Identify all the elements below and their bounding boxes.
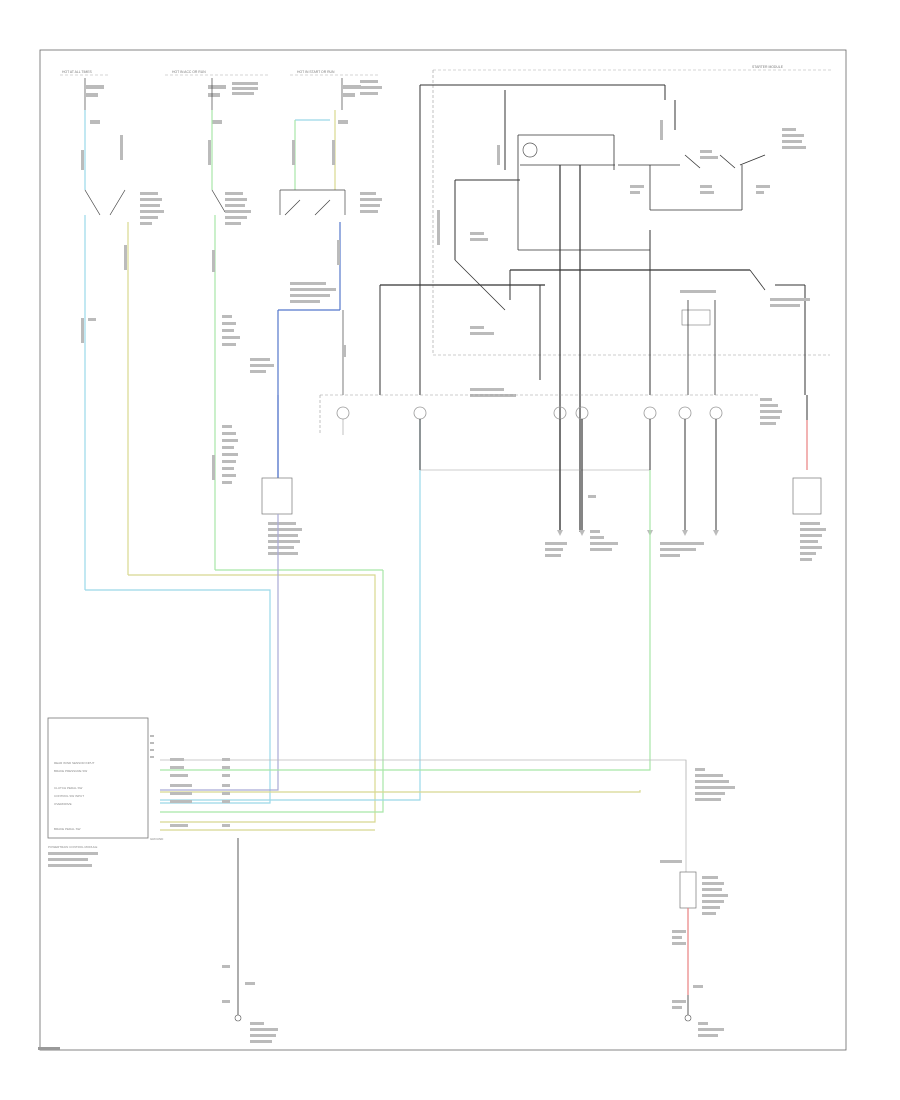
switch-labels-3 <box>290 140 382 357</box>
module-pin-labels: REAR WIND SENSOR INPUT BRAKE PRESSURE SW… <box>54 761 164 841</box>
diagram-frame <box>39 49 847 1051</box>
wire-runs <box>85 514 687 831</box>
module-pin-1: REAR WIND SENSOR INPUT <box>54 761 95 765</box>
module-pin-6: BRAKE PEDAL SW <box>54 827 81 831</box>
right-lower-sensor <box>679 760 697 1022</box>
header-label-2: HOT IN ACC OR RUN <box>172 70 206 74</box>
module-pin-7: GROUND <box>150 837 164 841</box>
module-pin-ticks <box>150 735 230 827</box>
header-label-1: HOT AT ALL TIMES <box>62 70 93 74</box>
starter-relay-area <box>379 70 830 532</box>
brake-pressure-switch-circuit <box>84 78 129 590</box>
sensor-right <box>792 477 826 561</box>
header-label-4: STARTER MODULE <box>752 65 784 69</box>
module-pin-2: BRAKE PRESSURE SW <box>54 769 87 773</box>
module-pin-3: CLUTCH PEDAL SW <box>54 786 83 790</box>
fuse-labels <box>86 80 382 124</box>
module-pin-4: CONTROL SW INPUT <box>54 794 84 798</box>
sensor-left <box>261 477 302 555</box>
right-lower-labels <box>660 768 735 1037</box>
switch-labels-1 <box>81 135 164 343</box>
clutch-switch-circuit <box>277 78 346 478</box>
arrow-labels <box>545 495 719 557</box>
module-label: POWERTRAIN CONTROL MODULE <box>48 845 97 849</box>
relay-labels <box>437 120 810 397</box>
page-mark <box>38 1047 60 1050</box>
connector-row-labels <box>760 398 782 425</box>
brake-switch-2-circuit <box>211 78 383 571</box>
connectors <box>336 406 723 420</box>
lower-drops <box>277 395 808 790</box>
module-pin-5: OVERDRIVE <box>54 802 72 806</box>
power-bus <box>60 69 832 76</box>
header-label-3: HOT IN START OR RUN <box>297 70 335 74</box>
module-ground-labels <box>222 965 278 1043</box>
control-module-box <box>47 717 149 839</box>
switch-labels-2 <box>208 140 274 484</box>
module-label-lines <box>48 852 98 867</box>
module-ground <box>234 838 242 1022</box>
